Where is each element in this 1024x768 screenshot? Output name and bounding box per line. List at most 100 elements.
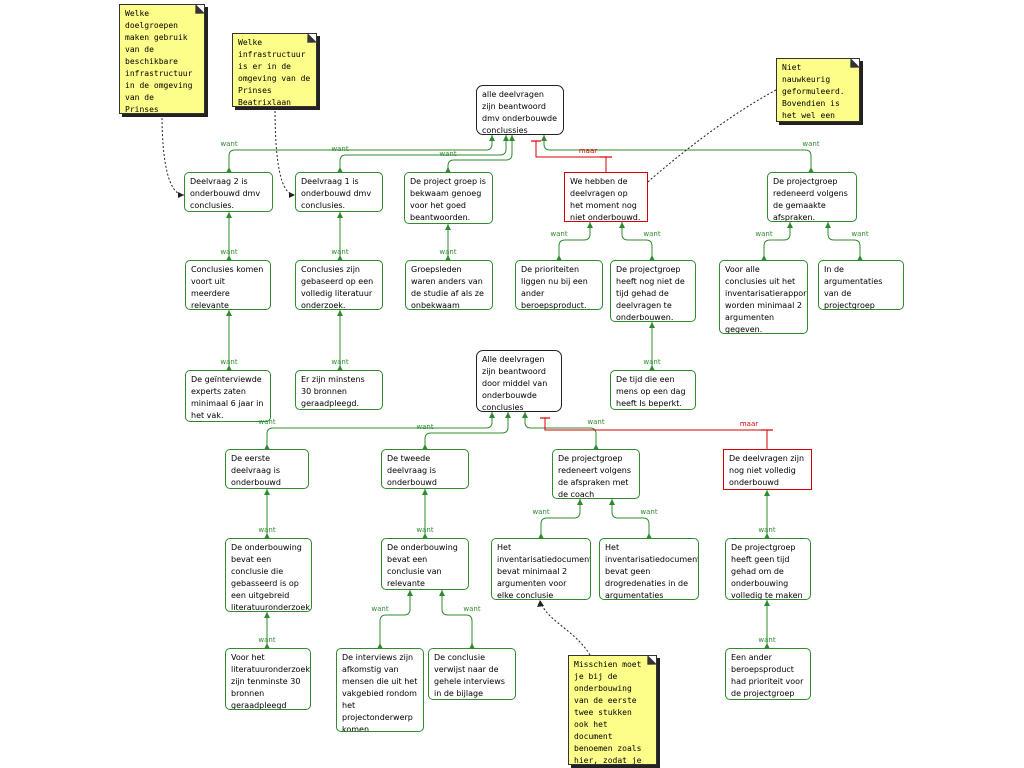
want-label: want <box>532 508 550 516</box>
reason-tweede-deelvraag[interactable]: De tweede deelvraag is onderbouwd <box>381 449 469 489</box>
want-label: want <box>755 230 773 238</box>
support-dot <box>857 255 863 260</box>
support-dot <box>808 167 814 172</box>
note-text: Misschien moet je bij de onderbouwing va… <box>574 660 642 765</box>
reason-literatuur[interactable]: Conclusies zijn gebaseerd op een volledi… <box>295 260 383 310</box>
note-link <box>161 113 185 196</box>
want-label: want <box>331 145 349 153</box>
reason-relevante-interviews[interactable]: De onderbouwing bevat een conclusie van … <box>381 538 469 590</box>
reason-afspraken[interactable]: De projectgroep redeneerd volgens de gem… <box>767 172 857 222</box>
want-label: want <box>258 526 276 534</box>
support-dot <box>761 255 767 260</box>
support-dot <box>226 365 232 370</box>
support-dot <box>764 533 770 538</box>
reason-bijlage[interactable]: De conclusie verwijst naar de gehele int… <box>428 648 516 700</box>
support-link <box>228 135 493 172</box>
main-claim-2[interactable]: Alle deelvragen zijn beantwoord door mid… <box>476 350 562 412</box>
reason-argumenten[interactable]: Voor alle conclusies uit het inventarisa… <box>719 260 808 334</box>
reason-deelvraag-2[interactable]: Deelvraag 2 is onderbouwd dmv conclusies… <box>184 172 273 212</box>
want-label: want <box>331 248 349 256</box>
reason-30-bronnen[interactable]: Voor het literatuuronderzoek zijn tenmin… <box>225 648 311 710</box>
support-dot <box>649 255 655 260</box>
note-doelgroepen[interactable]: Welke doelgroepen maken gebruik van de b… <box>119 4 205 114</box>
support-dot <box>538 533 544 538</box>
note-link <box>629 89 777 199</box>
support-link <box>447 135 513 172</box>
support-arrowhead <box>337 310 343 316</box>
reason-vakgebied[interactable]: De interviews zijn afkomstig van mensen … <box>336 648 424 732</box>
support-link <box>524 412 597 449</box>
reason-geen-drogredenaties[interactable]: Het inventarisatiedocument bevat geen dr… <box>599 538 699 600</box>
reason-eerste-deelvraag[interactable]: De eerste deelvraag is onderbouwd <box>225 449 309 489</box>
support-link <box>558 222 591 260</box>
support-dot <box>422 444 428 449</box>
note-infrastructuur[interactable]: Welke infrastructuur is er in de omgevin… <box>232 33 317 107</box>
support-arrowhead <box>264 612 270 618</box>
reason-minimaal-2-argumenten[interactable]: Het inventarisatiedocument bevat minimaa… <box>491 538 591 600</box>
want-label: want <box>643 358 661 366</box>
want-label: want <box>439 248 457 256</box>
objection-niet-volledig[interactable]: De deelvragen zijn nog niet volledig ond… <box>723 449 812 490</box>
note-niet-nauwkeurig[interactable]: Niet nauwkeurig geformuleerd. Bovendien … <box>776 58 860 122</box>
support-dot <box>226 167 232 172</box>
support-dot <box>422 533 428 538</box>
reason-bronnen[interactable]: Er zijn minstens 30 bronnen geraadpleegd… <box>295 370 383 410</box>
support-arrowhead <box>649 322 655 328</box>
support-arrowhead <box>509 135 515 141</box>
want-label: want <box>258 418 276 426</box>
reason-deelvraag-1[interactable]: Deelvraag 1 is onderbouwd dmv conclusies… <box>295 172 383 212</box>
reason-tijd-beperkt[interactable]: De tijd die een mens op een dag heeft Is… <box>610 370 696 410</box>
reason-ander-beroepsproduct[interactable]: Een ander beroepsproduct had prioriteit … <box>725 648 811 700</box>
support-dot <box>646 533 652 538</box>
support-dot <box>764 643 770 648</box>
support-dot <box>445 167 451 172</box>
support-arrowhead <box>787 222 793 228</box>
support-dot <box>377 643 383 648</box>
want-label: want <box>758 636 776 644</box>
support-dot <box>264 444 270 449</box>
support-arrowhead <box>764 600 770 606</box>
want-label: want <box>258 636 276 644</box>
support-dot <box>469 643 475 648</box>
reason-prioriteiten[interactable]: De prioriteiten liggen nu bij een ander … <box>515 260 603 310</box>
note-link <box>274 106 296 196</box>
support-link <box>266 412 493 449</box>
note-text: Welke doelgroepen maken gebruik van de b… <box>125 9 193 114</box>
support-link <box>339 135 507 172</box>
reason-tijd[interactable]: De projectgroep heeft nog niet de tijd g… <box>610 260 696 322</box>
support-dot <box>593 444 599 449</box>
want-label: want <box>416 526 434 534</box>
note-arrowhead <box>537 600 544 607</box>
support-arrowhead <box>619 222 625 228</box>
note-text: Welke infrastructuur is er in de omgevin… <box>238 38 311 107</box>
want-label: want <box>220 248 238 256</box>
reason-literatuuronderzoek[interactable]: De onderbouwing bevat een conclusie die … <box>225 538 312 612</box>
support-arrowhead <box>489 135 495 141</box>
support-arrowhead <box>439 590 445 596</box>
reason-interviews[interactable]: Conclusies komen voort uit meerdere rele… <box>185 260 271 310</box>
support-arrowhead <box>407 590 413 596</box>
support-arrowhead <box>764 490 770 496</box>
support-dot <box>337 365 343 370</box>
want-label: want <box>758 526 776 534</box>
support-link <box>763 222 791 260</box>
note-misschien[interactable]: Misschien moet je bij de onderbouwing va… <box>568 655 657 765</box>
support-dot <box>264 533 270 538</box>
reason-geen-tijd[interactable]: De projectgroep heeft geen tijd gehad om… <box>725 538 811 600</box>
support-arrowhead <box>522 412 528 418</box>
reason-experts[interactable]: De geïnterviewde experts zaten minimaal … <box>185 370 271 422</box>
want-label: want <box>439 150 457 158</box>
support-arrowhead <box>541 135 547 141</box>
want-label: want <box>220 358 238 366</box>
reason-groepsleden[interactable]: Groepsleden waren anders van de studie a… <box>405 260 493 310</box>
main-claim-1[interactable]: alle deelvragen zijn beantwoord dmv onde… <box>476 85 564 135</box>
reason-drogredenen[interactable]: In de argumentaties van de projectgroep … <box>818 260 904 310</box>
objection-niet-onderbouwd[interactable]: We hebben de deelvragen op het moment no… <box>564 172 648 222</box>
want-label: want <box>550 230 568 238</box>
reason-afspraken-coach[interactable]: De projectgroep redeneert volgens de afs… <box>552 449 640 499</box>
support-arrowhead <box>489 412 495 418</box>
note-arrowhead <box>289 192 295 198</box>
support-arrowhead <box>445 224 451 230</box>
reason-bekwaam[interactable]: De project groep is bekwaam genoeg voor … <box>404 172 493 224</box>
